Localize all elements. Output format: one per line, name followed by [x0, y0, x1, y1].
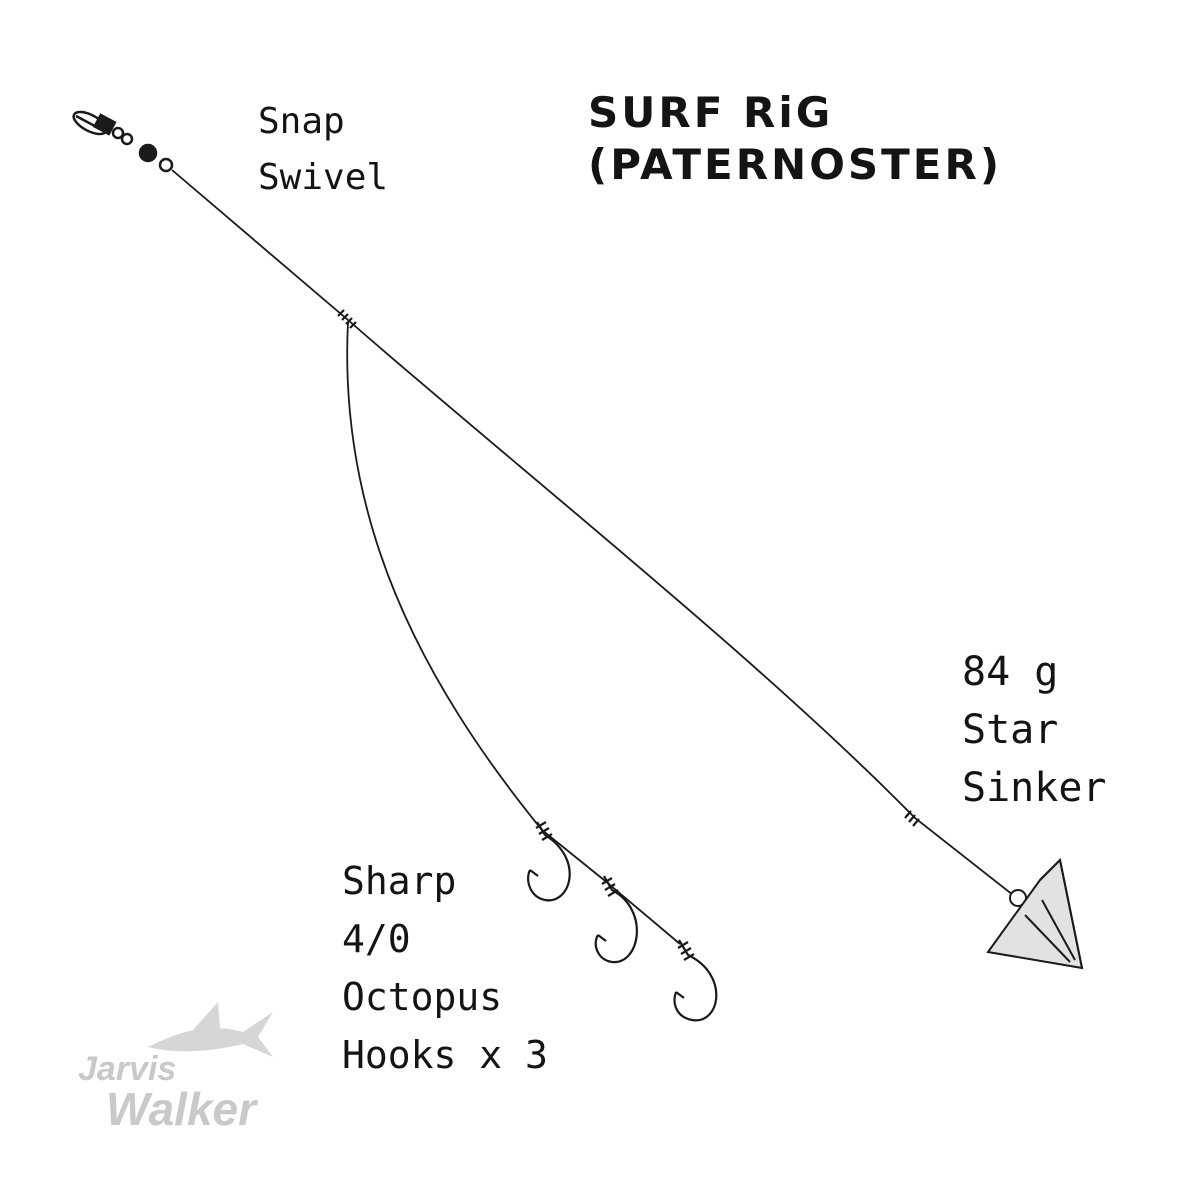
hooks-label: Sharp 4/0 Octopus Hooks x 3	[342, 862, 548, 1074]
title-line-2: (PATERNOSTER)	[588, 140, 1003, 189]
dropper-knot	[337, 309, 357, 329]
hooks-label-line: 4/0	[342, 917, 411, 961]
diagram-title: SURF RiG (PATERNOSTER)	[588, 92, 1002, 186]
hooks-label-line: Hooks x 3	[342, 1033, 548, 1077]
sinker-label-line: Sinker	[962, 765, 1107, 811]
octopus-hook-icon	[673, 939, 718, 1022]
swivel-label-line: Snap	[258, 101, 345, 142]
sinker-knot	[904, 810, 920, 827]
sinker-label-line: 84 g	[962, 649, 1059, 695]
hooks-label-line: Sharp	[342, 859, 457, 903]
dropper-line	[346, 321, 681, 945]
star-sinker-icon	[986, 857, 1084, 970]
octopus-hook-icon	[527, 821, 571, 902]
swivel-label-line: Swivel	[258, 157, 389, 198]
logo-text-line-1: Jarvis	[78, 1050, 177, 1088]
marlin-fish-icon	[148, 1002, 273, 1057]
octopus-hook-icon	[594, 875, 638, 964]
logo-text-line-2: Walker	[106, 1083, 257, 1135]
sinker-label: 84 g Star Sinker	[962, 652, 1107, 808]
snap-swivel-icon	[72, 110, 174, 173]
main-line	[171, 169, 1014, 896]
hooks-label-line: Octopus	[342, 975, 503, 1019]
title-line-1: SURF RiG	[588, 88, 834, 137]
swivel-label: Snap Swivel	[258, 104, 388, 196]
sinker-label-line: Star	[962, 707, 1059, 753]
jarvis-walker-logo: Jarvis Walker	[78, 1002, 273, 1135]
